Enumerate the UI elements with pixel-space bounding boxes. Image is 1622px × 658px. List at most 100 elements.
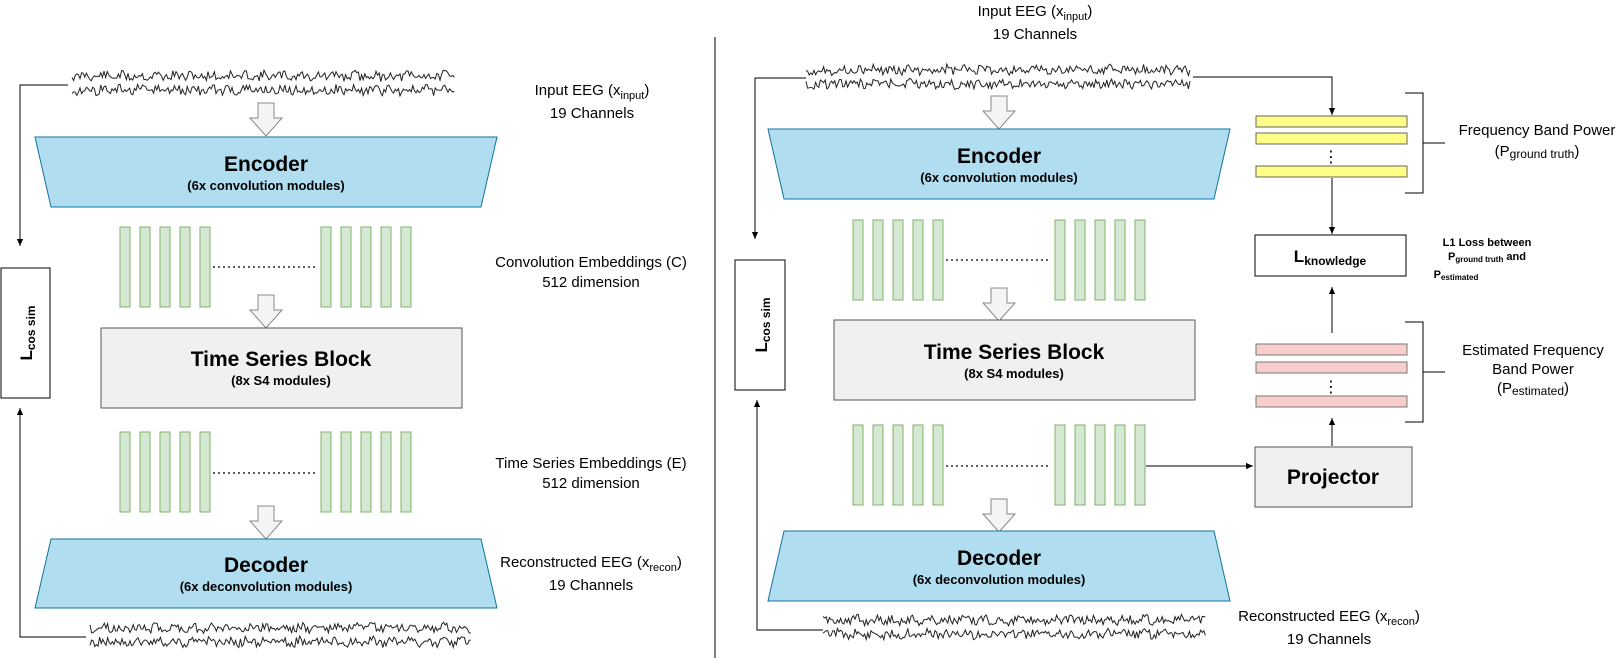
l1-loss-note-line2: Pground truth and — [1448, 251, 1526, 264]
embedding-bar — [892, 219, 904, 301]
embedding-bar — [119, 226, 131, 308]
embedding-bar — [852, 424, 864, 506]
input-eeg-channels: 19 Channels — [993, 26, 1077, 43]
right-panel: Input EEG (xinput) 19 Channels Encoder (… — [734, 3, 1616, 648]
decoder-title: Decoder — [224, 554, 308, 577]
input-eeg-channels: 19 Channels — [550, 105, 634, 122]
embedding-bar — [400, 431, 412, 513]
encoder-title: Encoder — [957, 145, 1041, 168]
embedding-bar — [912, 424, 924, 506]
eeg-trace — [71, 82, 455, 98]
embedding-bar — [380, 226, 392, 308]
input-to-freq-arrow — [1193, 76, 1336, 115]
time-series-embeddings — [852, 424, 1146, 506]
embedding-bar — [1134, 219, 1146, 301]
vertical-ellipsis: ⋮ — [1323, 379, 1339, 396]
embedding-bar — [872, 424, 884, 506]
embedding-bar — [119, 431, 131, 513]
encoder-subtitle: (6x convolution modules) — [187, 178, 344, 193]
embedding-bar — [1094, 219, 1106, 301]
embedding-bar — [400, 226, 412, 308]
time-series-subtitle: (8x S4 modules) — [231, 373, 331, 388]
embedding-bar — [872, 219, 884, 301]
cos-sim-loss-label: Lcos sim — [752, 297, 773, 352]
eeg-trace — [89, 621, 471, 635]
frequency-band-power-bars: ⋮ — [1255, 115, 1408, 178]
convolution-embeddings — [119, 226, 412, 308]
reconstructed-eeg-waveform — [89, 621, 471, 650]
eeg-trace — [71, 68, 455, 83]
embedding-bar — [360, 226, 372, 308]
embedding-bar — [179, 226, 191, 308]
projector-block: Projector — [1254, 446, 1413, 508]
vertical-ellipsis: ⋮ — [1323, 149, 1339, 166]
encoder-block: Encoder (6x convolution modules) — [767, 128, 1231, 200]
embedding-bar — [1074, 424, 1086, 506]
reconstructed-eeg-waveform — [822, 613, 1206, 642]
cos-sim-loss-label: Lcos sim — [17, 305, 38, 360]
embedding-bar — [179, 431, 191, 513]
time-series-subtitle: (8x S4 modules) — [964, 366, 1064, 381]
ts-emb-dim: 512 dimension — [542, 475, 640, 492]
conv-emb-dim: 512 dimension — [542, 274, 640, 291]
embedding-bar — [1134, 424, 1146, 506]
est-power-label-line1: Estimated Frequency — [1462, 342, 1604, 359]
embedding-bar — [199, 431, 211, 513]
encoder-subtitle: (6x convolution modules) — [920, 170, 1077, 185]
embedding-bar — [340, 226, 352, 308]
recon-eeg-channels: 19 Channels — [549, 577, 633, 594]
embedding-bar — [320, 226, 332, 308]
cos-sim-loss-box: Lcos sim — [0, 267, 51, 399]
embedding-bar — [1074, 219, 1086, 301]
decoder-block: Decoder (6x deconvolution modules) — [767, 530, 1231, 602]
embedding-bar — [159, 431, 171, 513]
eeg-trace — [805, 62, 1191, 78]
encoder-title: Encoder — [224, 153, 308, 176]
time-series-block: Time Series Block (8x S4 modules) — [833, 319, 1196, 401]
freq-power-symbol: (Pground truth) — [1495, 143, 1580, 161]
eeg-trace — [822, 626, 1206, 642]
convolution-embeddings — [852, 219, 1146, 301]
est-power-symbol: (Pestimated) — [1497, 380, 1569, 398]
input-eeg-waveform — [71, 68, 455, 98]
embedding-bar — [852, 219, 864, 301]
time-series-block: Time Series Block (8x S4 modules) — [100, 327, 463, 409]
flow-arrow-ts-decoder — [248, 505, 284, 540]
ts-emb-label: Time Series Embeddings (E) — [495, 455, 686, 472]
embedding-bar — [199, 226, 211, 308]
decoder-subtitle: (6x deconvolution modules) — [913, 572, 1086, 587]
estimated-band-power-bars: ⋮ — [1255, 343, 1408, 408]
embedding-bar — [340, 431, 352, 513]
conv-emb-label: Convolution Embeddings (C) — [495, 254, 687, 271]
embedding-bar — [380, 431, 392, 513]
freq-power-label: Frequency Band Power — [1459, 122, 1616, 139]
input-eeg-label: Input EEG (xinput) — [978, 3, 1093, 23]
est-power-label-line2: Band Power — [1492, 361, 1574, 378]
embedding-bar — [159, 226, 171, 308]
recon-to-loss-line — [16, 408, 86, 638]
projector-title: Projector — [1287, 466, 1379, 489]
recon-eeg-label: Reconstructed EEG (xrecon) — [500, 554, 682, 574]
input-eeg-label: Input EEG (xinput) — [535, 82, 650, 102]
embedding-bar — [360, 431, 372, 513]
embedding-bar — [1054, 424, 1066, 506]
recon-eeg-label: Reconstructed EEG (xrecon) — [1238, 608, 1420, 628]
time-series-title: Time Series Block — [924, 341, 1105, 364]
knowledge-loss-label: Lknowledge — [1294, 247, 1367, 268]
embedding-bar — [912, 219, 924, 301]
embedding-bar — [932, 219, 944, 301]
flow-arrow-conv-ts — [981, 287, 1017, 322]
embedding-bar — [892, 424, 904, 506]
embedding-bar — [1114, 219, 1126, 301]
decoder-title: Decoder — [957, 547, 1041, 570]
input-eeg-waveform — [805, 62, 1191, 91]
cos-sim-loss-box: Lcos sim — [734, 259, 786, 391]
estimated-bracket — [1405, 321, 1424, 423]
flow-arrow-input-encoder — [248, 102, 284, 137]
time-series-title: Time Series Block — [191, 348, 372, 371]
embedding-bar — [139, 226, 151, 308]
left-panel: Encoder (6x convolution modules) Time Se… — [0, 68, 687, 650]
flow-arrow-ts-decoder — [981, 498, 1017, 533]
input-to-loss-line — [751, 77, 806, 239]
eeg-trace — [89, 634, 471, 650]
